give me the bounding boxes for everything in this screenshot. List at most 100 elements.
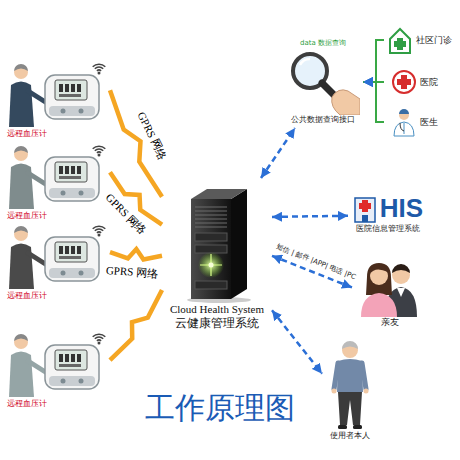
person-head bbox=[14, 335, 28, 349]
user-trousers bbox=[338, 392, 362, 425]
node-label: 亲友 bbox=[381, 317, 399, 328]
screen-digit bbox=[65, 84, 69, 92]
wireless-symbol bbox=[98, 154, 101, 157]
monitor-button bbox=[61, 379, 66, 384]
magnifier-illustration bbox=[286, 47, 360, 115]
node-label: 远程血压计 bbox=[7, 211, 47, 221]
person-head bbox=[14, 147, 28, 161]
person-body bbox=[9, 352, 34, 398]
data-arrow bbox=[363, 40, 384, 82]
man-collar bbox=[397, 288, 405, 297]
his-door bbox=[362, 215, 368, 222]
his-cross bbox=[359, 203, 371, 209]
monitor-button bbox=[79, 191, 84, 196]
screen-digit bbox=[71, 354, 75, 362]
node-row: 医生 bbox=[387, 107, 441, 137]
screen-digit bbox=[59, 364, 81, 367]
screen-digit bbox=[65, 354, 69, 362]
screen-digit bbox=[59, 246, 63, 254]
server-side bbox=[231, 189, 247, 299]
node-row: 远程血压计 bbox=[7, 129, 107, 139]
monitor-housing bbox=[45, 345, 99, 389]
node-row: data 数据查询 bbox=[286, 39, 360, 47]
query-node: data 数据查询公共数据查询接口 bbox=[283, 36, 363, 128]
server-vent bbox=[195, 227, 227, 228]
user-shirt bbox=[337, 359, 363, 392]
screen-digit bbox=[65, 246, 69, 254]
doctor-head bbox=[399, 110, 409, 120]
monitor-button bbox=[61, 271, 66, 276]
friends-illustration bbox=[355, 255, 425, 317]
wireless-symbol bbox=[98, 72, 101, 75]
data-arrow bbox=[272, 310, 322, 373]
doctor-coat bbox=[394, 122, 414, 136]
doctor-coat bbox=[403, 123, 404, 134]
wireless-symbol bbox=[95, 67, 103, 69]
hospital-node: 医院 bbox=[384, 64, 444, 100]
person-body bbox=[9, 82, 34, 128]
server-vent bbox=[195, 207, 227, 208]
wireless-symbol bbox=[97, 231, 101, 233]
monitor-screen bbox=[55, 350, 87, 370]
wireless-symbol bbox=[98, 342, 101, 345]
node-row: 使用者本人 bbox=[325, 431, 375, 441]
node-label: 远程血压计 bbox=[7, 291, 47, 301]
person-hair bbox=[14, 146, 28, 153]
user-node: 使用者本人 bbox=[322, 336, 378, 444]
server-vent bbox=[195, 219, 227, 220]
data-arrow bbox=[272, 216, 348, 217]
wireless-symbol bbox=[93, 146, 106, 149]
node-row bbox=[165, 181, 269, 303]
woman-body bbox=[361, 293, 397, 317]
server-vent bbox=[195, 211, 227, 212]
monitor-illustration bbox=[7, 329, 107, 399]
screen-digit bbox=[71, 84, 75, 92]
monitor-illustration bbox=[7, 221, 107, 291]
user-illustration bbox=[325, 339, 375, 431]
server-front bbox=[191, 199, 231, 299]
person-hair bbox=[14, 226, 28, 233]
node-row: HIS bbox=[351, 193, 425, 224]
screen-digit bbox=[71, 166, 75, 174]
node-row bbox=[7, 221, 107, 291]
node-label: 使用者本人 bbox=[330, 431, 370, 441]
server-illustration bbox=[165, 181, 269, 303]
server-bay bbox=[195, 233, 227, 241]
wireless-symbol bbox=[98, 234, 101, 237]
screen-digit bbox=[71, 246, 75, 254]
node-row: 社区门诊 bbox=[387, 25, 452, 55]
user-hair bbox=[342, 341, 358, 349]
data-arrow bbox=[363, 82, 384, 122]
user-hand bbox=[364, 389, 369, 394]
monitor-base bbox=[49, 268, 95, 278]
monitor-housing bbox=[45, 75, 99, 119]
user-head bbox=[342, 342, 358, 358]
monitor-node: 远程血压计 bbox=[4, 138, 110, 224]
monitor-button bbox=[79, 271, 84, 276]
monitor-screen bbox=[55, 80, 87, 100]
node-label: 远程血压计 bbox=[7, 129, 47, 139]
clinic-node: 社区门诊 bbox=[384, 22, 455, 58]
doctor-illustration bbox=[391, 107, 417, 137]
node-row: 云健康管理系统 bbox=[165, 316, 269, 330]
screen-digit bbox=[59, 94, 81, 97]
data-arrow bbox=[261, 128, 295, 178]
person-hair bbox=[14, 64, 28, 71]
node-row: 远程血压计 bbox=[7, 211, 107, 221]
gprs-lightning bbox=[110, 249, 162, 260]
monitor-button bbox=[79, 109, 84, 114]
monitor-housing bbox=[45, 157, 99, 201]
clinic-illustration bbox=[387, 25, 413, 55]
node-row bbox=[7, 329, 107, 399]
wireless-symbol bbox=[97, 151, 101, 153]
node-row bbox=[7, 59, 107, 129]
person-arm bbox=[28, 253, 47, 265]
node-label: 远程血压计 bbox=[7, 399, 47, 409]
person-arm bbox=[28, 361, 47, 373]
friends-node: 亲友 bbox=[352, 252, 428, 331]
person-head bbox=[14, 65, 28, 79]
his-building bbox=[355, 198, 375, 222]
node-row: 远程血压计 bbox=[7, 291, 107, 301]
node-label: 社区门诊 bbox=[416, 35, 452, 45]
monitor-base bbox=[49, 188, 95, 198]
